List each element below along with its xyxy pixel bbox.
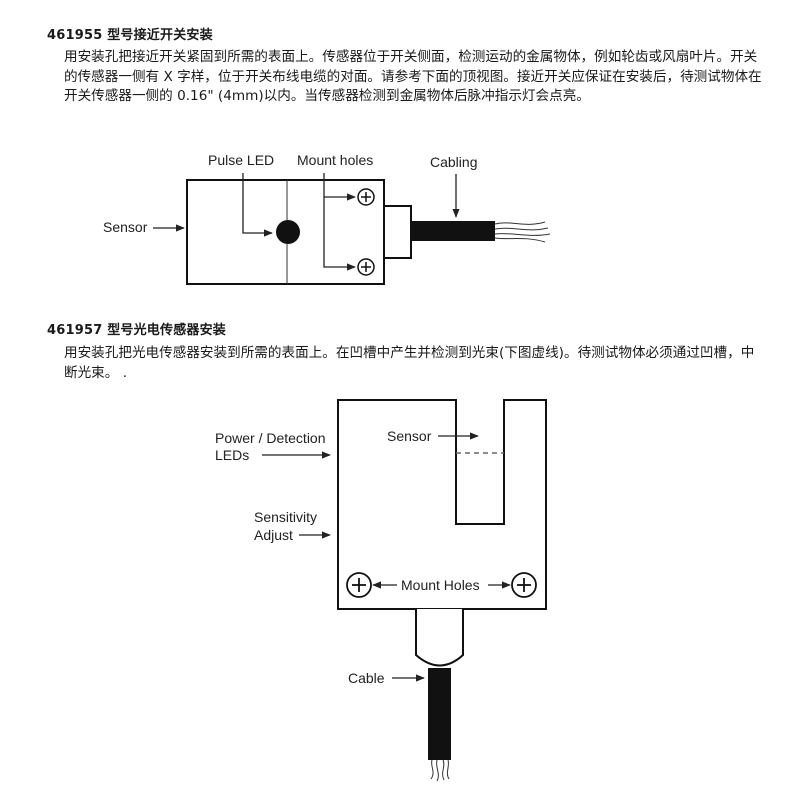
mount-holes-arrow — [323, 173, 356, 271]
mount-hole-icon — [357, 258, 375, 276]
section2-heading: 461957 型号光电传感器安装 — [47, 323, 226, 338]
label-cable: Cable — [348, 670, 385, 686]
pulse-led-arrow — [242, 173, 273, 237]
label-sensitivity: Sensitivity — [254, 509, 317, 525]
section1-heading: 461955 型号接近开关安装 — [47, 28, 213, 43]
label-sensor: Sensor — [387, 428, 432, 444]
cable-wires — [494, 221, 551, 243]
cable-wires — [430, 759, 450, 782]
section1-paragraph: 用安装孔把接近开关紧固到所需的表面上。传感器位于开关侧面，检测运动的金属物体，例… — [64, 49, 762, 104]
cable — [428, 668, 451, 760]
label-mount-holes: Mount Holes — [401, 577, 480, 593]
section2-paragraph: 用安装孔把光电传感器安装到所需的表面上。在凹槽中产生并检测到光束(下图虚线)。待… — [64, 345, 755, 381]
label-mount-holes: Mount holes — [297, 152, 373, 168]
pulse-led-icon — [276, 220, 300, 244]
photoelectric-sensor-diagram: Power / Detection LEDs Sensitivity Adjus… — [215, 399, 547, 782]
cable — [411, 221, 495, 241]
label-power-detection: Power / Detection — [215, 430, 326, 446]
label-cabling: Cabling — [430, 154, 477, 170]
proximity-switch-diagram: Pulse LED Mount holes Cabling Sensor — [103, 152, 551, 285]
label-sensor: Sensor — [103, 219, 148, 235]
cable-gland — [415, 609, 464, 667]
label-adjust: Adjust — [254, 527, 293, 543]
mount-hole-icon — [346, 572, 372, 598]
cable-gland — [383, 205, 412, 259]
label-pulse-led: Pulse LED — [208, 152, 274, 168]
mount-hole-icon — [357, 188, 375, 206]
label-leds: LEDs — [215, 447, 249, 463]
photoelectric-sensor-body — [337, 399, 547, 610]
mount-hole-icon — [511, 572, 537, 598]
